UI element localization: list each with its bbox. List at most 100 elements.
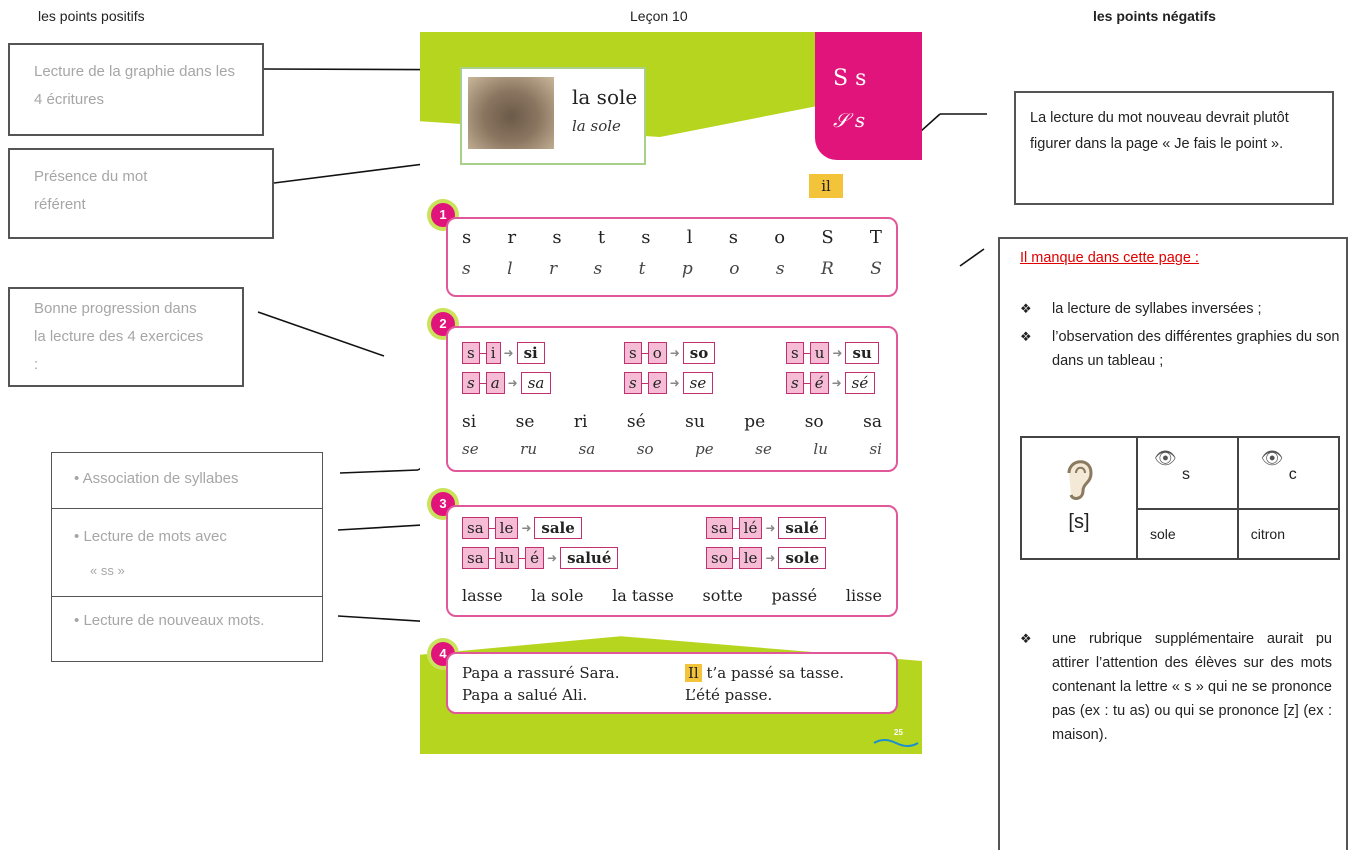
ex3-word: lisse (845, 586, 882, 605)
ear-icon (1067, 459, 1093, 500)
negative-text-new-word: La lecture du mot nouveau devrait plutôt… (1030, 110, 1289, 152)
ex1-print-letter: t (597, 227, 606, 248)
ex2-print-syllable: sé (626, 412, 646, 432)
ex2-cursive-syllable: pe (695, 440, 714, 458)
ex2-cursive-syllable: si (869, 440, 882, 458)
ex2-print-syllable: so (804, 412, 824, 432)
diamond-bullet-icon: ❖ (1020, 631, 1032, 646)
result-box: sale (534, 517, 582, 539)
ex3-word: sotte (702, 586, 743, 605)
ex2-print-syllable: su (685, 412, 705, 432)
grapheme-c: c (1288, 466, 1297, 483)
connector (803, 352, 810, 354)
arrow-icon: ➜ (503, 346, 514, 360)
sole-image (468, 77, 554, 149)
ex1-cursive-letter: o (729, 259, 740, 279)
ex2-print-syllable: si (462, 412, 477, 432)
missing-item-2: ❖l’observation des différentes graphies … (1000, 325, 1340, 373)
ex3-word: lasse (462, 586, 503, 605)
ex1-print-letter: r (507, 227, 517, 248)
header-positives: les points positifs (38, 8, 145, 24)
sub-text-mots: Lecture de mots avec (83, 528, 227, 545)
letter-box: s (786, 372, 804, 394)
ex3-word: passé (771, 586, 818, 605)
header-lesson: Leçon 10 (630, 8, 688, 24)
syllable-box: so (706, 547, 733, 569)
letters-cursive: 𝒮 s (833, 108, 866, 132)
letter-box: o (647, 342, 667, 364)
ex1-cursive-letter: S (870, 259, 882, 279)
diamond-bullet-icon: ❖ (1020, 301, 1032, 316)
bullet-dot: • (74, 528, 80, 545)
ex1-print-letter: s (728, 227, 739, 248)
positive-text-mot-referent: Présence du mot référent (34, 168, 148, 213)
letter-box: s (624, 372, 642, 394)
result-box: sa (520, 372, 552, 394)
connector (732, 557, 739, 559)
positive-text-progression: Bonne progression dans la lecture des 4 … (34, 300, 204, 373)
ex4-sentence-2: Papa a salué Ali. (462, 686, 588, 704)
ex4-highlight-il: Il (685, 664, 702, 682)
missing-item-1-text: la lecture de syllabes inversées ; (1052, 301, 1262, 317)
arrow-icon: ➜ (832, 346, 843, 360)
positive-box-graphie: Lecture de la graphie dans les 4 écritur… (8, 43, 264, 136)
connector (641, 382, 648, 384)
ex2-cursive-syllable: so (636, 440, 654, 458)
arrow-icon: ➜ (831, 376, 842, 390)
missing-list-2: ❖ une rubrique supplémentaire aurait pu a… (1000, 627, 1340, 747)
ex4-sentence-4: L’été passe. (685, 686, 773, 704)
missing-item-3-text: une rubrique supplémentaire aurait pu at… (1052, 631, 1332, 743)
ex1-print-letter: l (686, 227, 693, 248)
example-word-sole: sole (1135, 508, 1239, 560)
connector (488, 557, 495, 559)
syllable-box: le (738, 547, 763, 569)
syllable-box: é (525, 547, 544, 569)
ex2-cursive-syllable: se (462, 440, 479, 458)
connector (488, 527, 495, 529)
ex1-cursive-letter: t (638, 259, 646, 279)
result-box: sé (844, 372, 876, 394)
ex1-print-letter: T (869, 227, 882, 248)
ex1-cursive-letter: l (507, 259, 513, 279)
connector (803, 382, 810, 384)
exercise-4: Papa a rassuré Sara. Papa a salué Ali. I… (446, 652, 898, 714)
result-box: so (682, 342, 716, 364)
result-box: sole (778, 547, 827, 569)
eye-icon: 👁 (1153, 448, 1177, 468)
sub-item-mots-ss: • Lecture de mots avec « ss » (52, 508, 322, 597)
sub-item-association: • Association de syllabes (52, 453, 322, 509)
syllable-box: sa (462, 547, 489, 569)
new-word-badge: il (809, 174, 843, 198)
ex3-word: la tasse (612, 586, 674, 605)
page-wave-icon (873, 739, 919, 747)
letter-box: s (624, 342, 642, 364)
ex1-print-letter: s (552, 227, 562, 248)
missing-item-1: ❖ la lecture de syllabes inversées ; (1000, 297, 1340, 321)
letter-panel: S s 𝒮 s (815, 32, 922, 160)
ex2-cursive-syllable: ru (520, 440, 538, 458)
referent-card: la sole la sole (460, 67, 646, 165)
bullet-dot: • (74, 612, 80, 629)
arrow-icon: ➜ (669, 346, 680, 360)
ex1-cursive-letter: s (462, 259, 471, 279)
letter-box: é (809, 372, 829, 394)
sub-text-association: Association de syllabes (82, 470, 239, 487)
positive-box-progression: Bonne progression dans la lecture des 4 … (8, 287, 244, 387)
connector (641, 352, 648, 354)
ex1-cursive-letter: R (821, 259, 834, 279)
missing-title: Il manque dans cette page : (1020, 250, 1199, 266)
positive-text-graphie: Lecture de la graphie dans les 4 écritur… (34, 63, 235, 108)
